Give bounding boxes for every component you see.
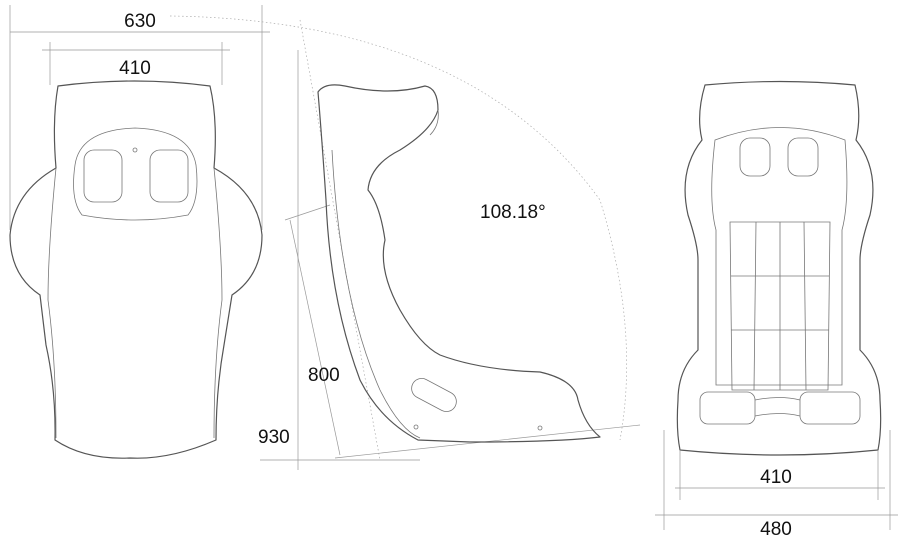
back-seat-outline xyxy=(676,80,882,456)
side-seat-outline xyxy=(317,84,601,443)
back-harness-slot-left xyxy=(739,137,771,177)
back-cushion-center xyxy=(754,397,801,417)
back-cushion-left xyxy=(699,391,756,425)
harness-slot-right xyxy=(149,149,189,203)
recline-angle-arc xyxy=(169,15,627,441)
front-view: 630 410 xyxy=(9,5,270,459)
backrest-reference-line xyxy=(299,19,381,461)
front-inner-width-label: 410 xyxy=(119,58,151,79)
side-mount-hole-front xyxy=(413,424,419,430)
front-shell-edge xyxy=(47,167,223,439)
front-headrest-panel xyxy=(73,127,198,221)
back-harness-slot-right xyxy=(787,137,819,177)
back-inner-shell xyxy=(711,127,848,386)
side-mount-hole-rear xyxy=(537,425,543,431)
back-pad-grid xyxy=(729,221,831,391)
side-view: 108.18° 930 800 xyxy=(169,15,641,470)
harness-slot-left xyxy=(83,149,123,203)
total-height-label: 930 xyxy=(258,427,290,448)
front-center-hole xyxy=(132,147,138,153)
front-overall-width-label: 630 xyxy=(124,11,156,32)
back-view: 410 480 xyxy=(655,80,898,540)
dim-line-800 xyxy=(289,219,341,456)
recline-angle-label: 108.18° xyxy=(480,202,546,223)
back-cushion-right xyxy=(799,391,861,425)
dim-ext-800-top xyxy=(284,204,331,221)
side-slot xyxy=(411,378,457,412)
front-seat-outline xyxy=(9,80,263,459)
backrest-height-label: 800 xyxy=(308,365,340,386)
back-overall-width-label: 480 xyxy=(760,519,792,540)
back-inner-width-label: 410 xyxy=(760,467,792,488)
side-shell-edge xyxy=(331,109,439,439)
